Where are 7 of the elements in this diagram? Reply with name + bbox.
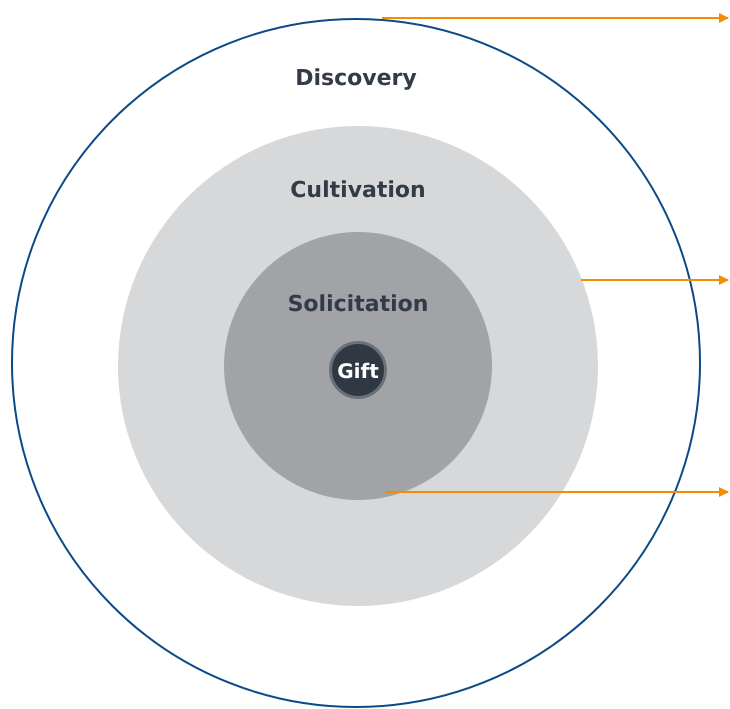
stage-label: Discovery: [294, 66, 418, 91]
arrow: [580, 275, 729, 285]
arrow: [382, 13, 729, 23]
stage-label: Gift: [336, 359, 380, 383]
arrow: [386, 487, 729, 497]
stage-label: Solicitation: [286, 292, 430, 317]
stage-label: Cultivation: [289, 178, 427, 203]
